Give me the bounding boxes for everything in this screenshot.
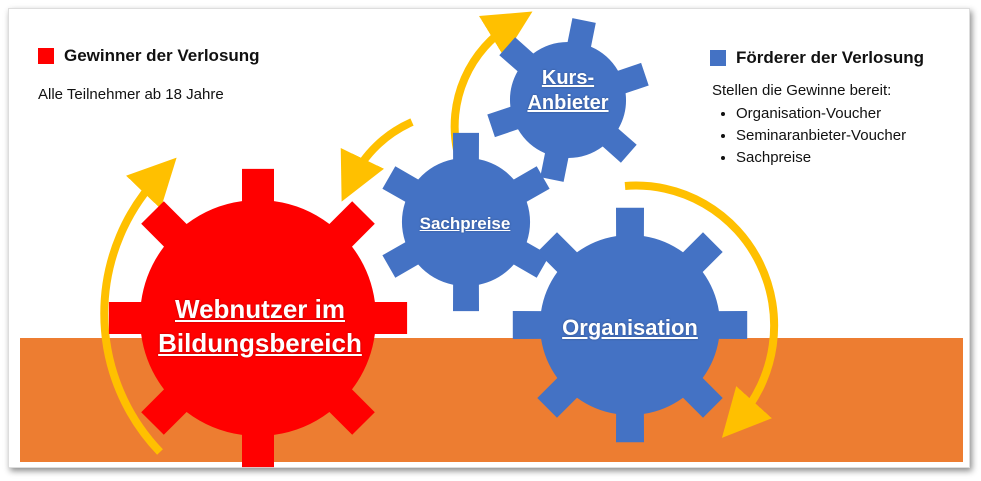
label-line: Anbieter: [527, 92, 609, 114]
arrow-to-kurs: [450, 11, 533, 151]
label-line: Webnutzer im: [175, 294, 345, 324]
arrow-to-webnutzer: [340, 118, 414, 202]
blue-square-icon: [710, 50, 726, 66]
legend-winners: Gewinner der Verlosung: [38, 46, 260, 66]
winners-subtitle: Alle Teilnehmer ab 18 Jahre: [38, 86, 224, 103]
label-line: Bildungsbereich: [158, 328, 362, 358]
legend-winners-title: Gewinner der Verlosung: [64, 46, 260, 65]
list-item: Sachpreise: [736, 147, 906, 169]
sponsors-intro: Stellen die Gewinne bereit:: [712, 82, 892, 99]
sponsors-list: Stellen die Gewinne bereit: Organisation…: [712, 82, 906, 169]
legend-sponsors: Förderer der Verlosung: [710, 48, 924, 68]
gear-webnutzer-label: Webnutzer im Bildungsbereich: [130, 292, 390, 360]
red-square-icon: [38, 48, 54, 64]
cycle-arrow-right: [624, 181, 779, 438]
gear-webnutzer: [108, 168, 408, 468]
gear-sachpreise-label: Sachpreise: [419, 214, 511, 233]
gear-kurs-anbieter: [487, 18, 649, 182]
legend-sponsors-title: Förderer der Verlosung: [736, 48, 924, 67]
gear-organisation-label: Organisation: [562, 315, 698, 340]
list-item: Organisation-Voucher: [736, 103, 906, 125]
label-line: Kurs-: [541, 67, 595, 89]
gear-sachpreise: [382, 132, 550, 312]
gear-organisation: [512, 207, 748, 443]
gear-kurs-label: Kurs- Anbieter: [518, 66, 618, 116]
list-item: Seminaranbieter-Voucher: [736, 125, 906, 147]
cycle-arrow-left: [100, 157, 177, 455]
